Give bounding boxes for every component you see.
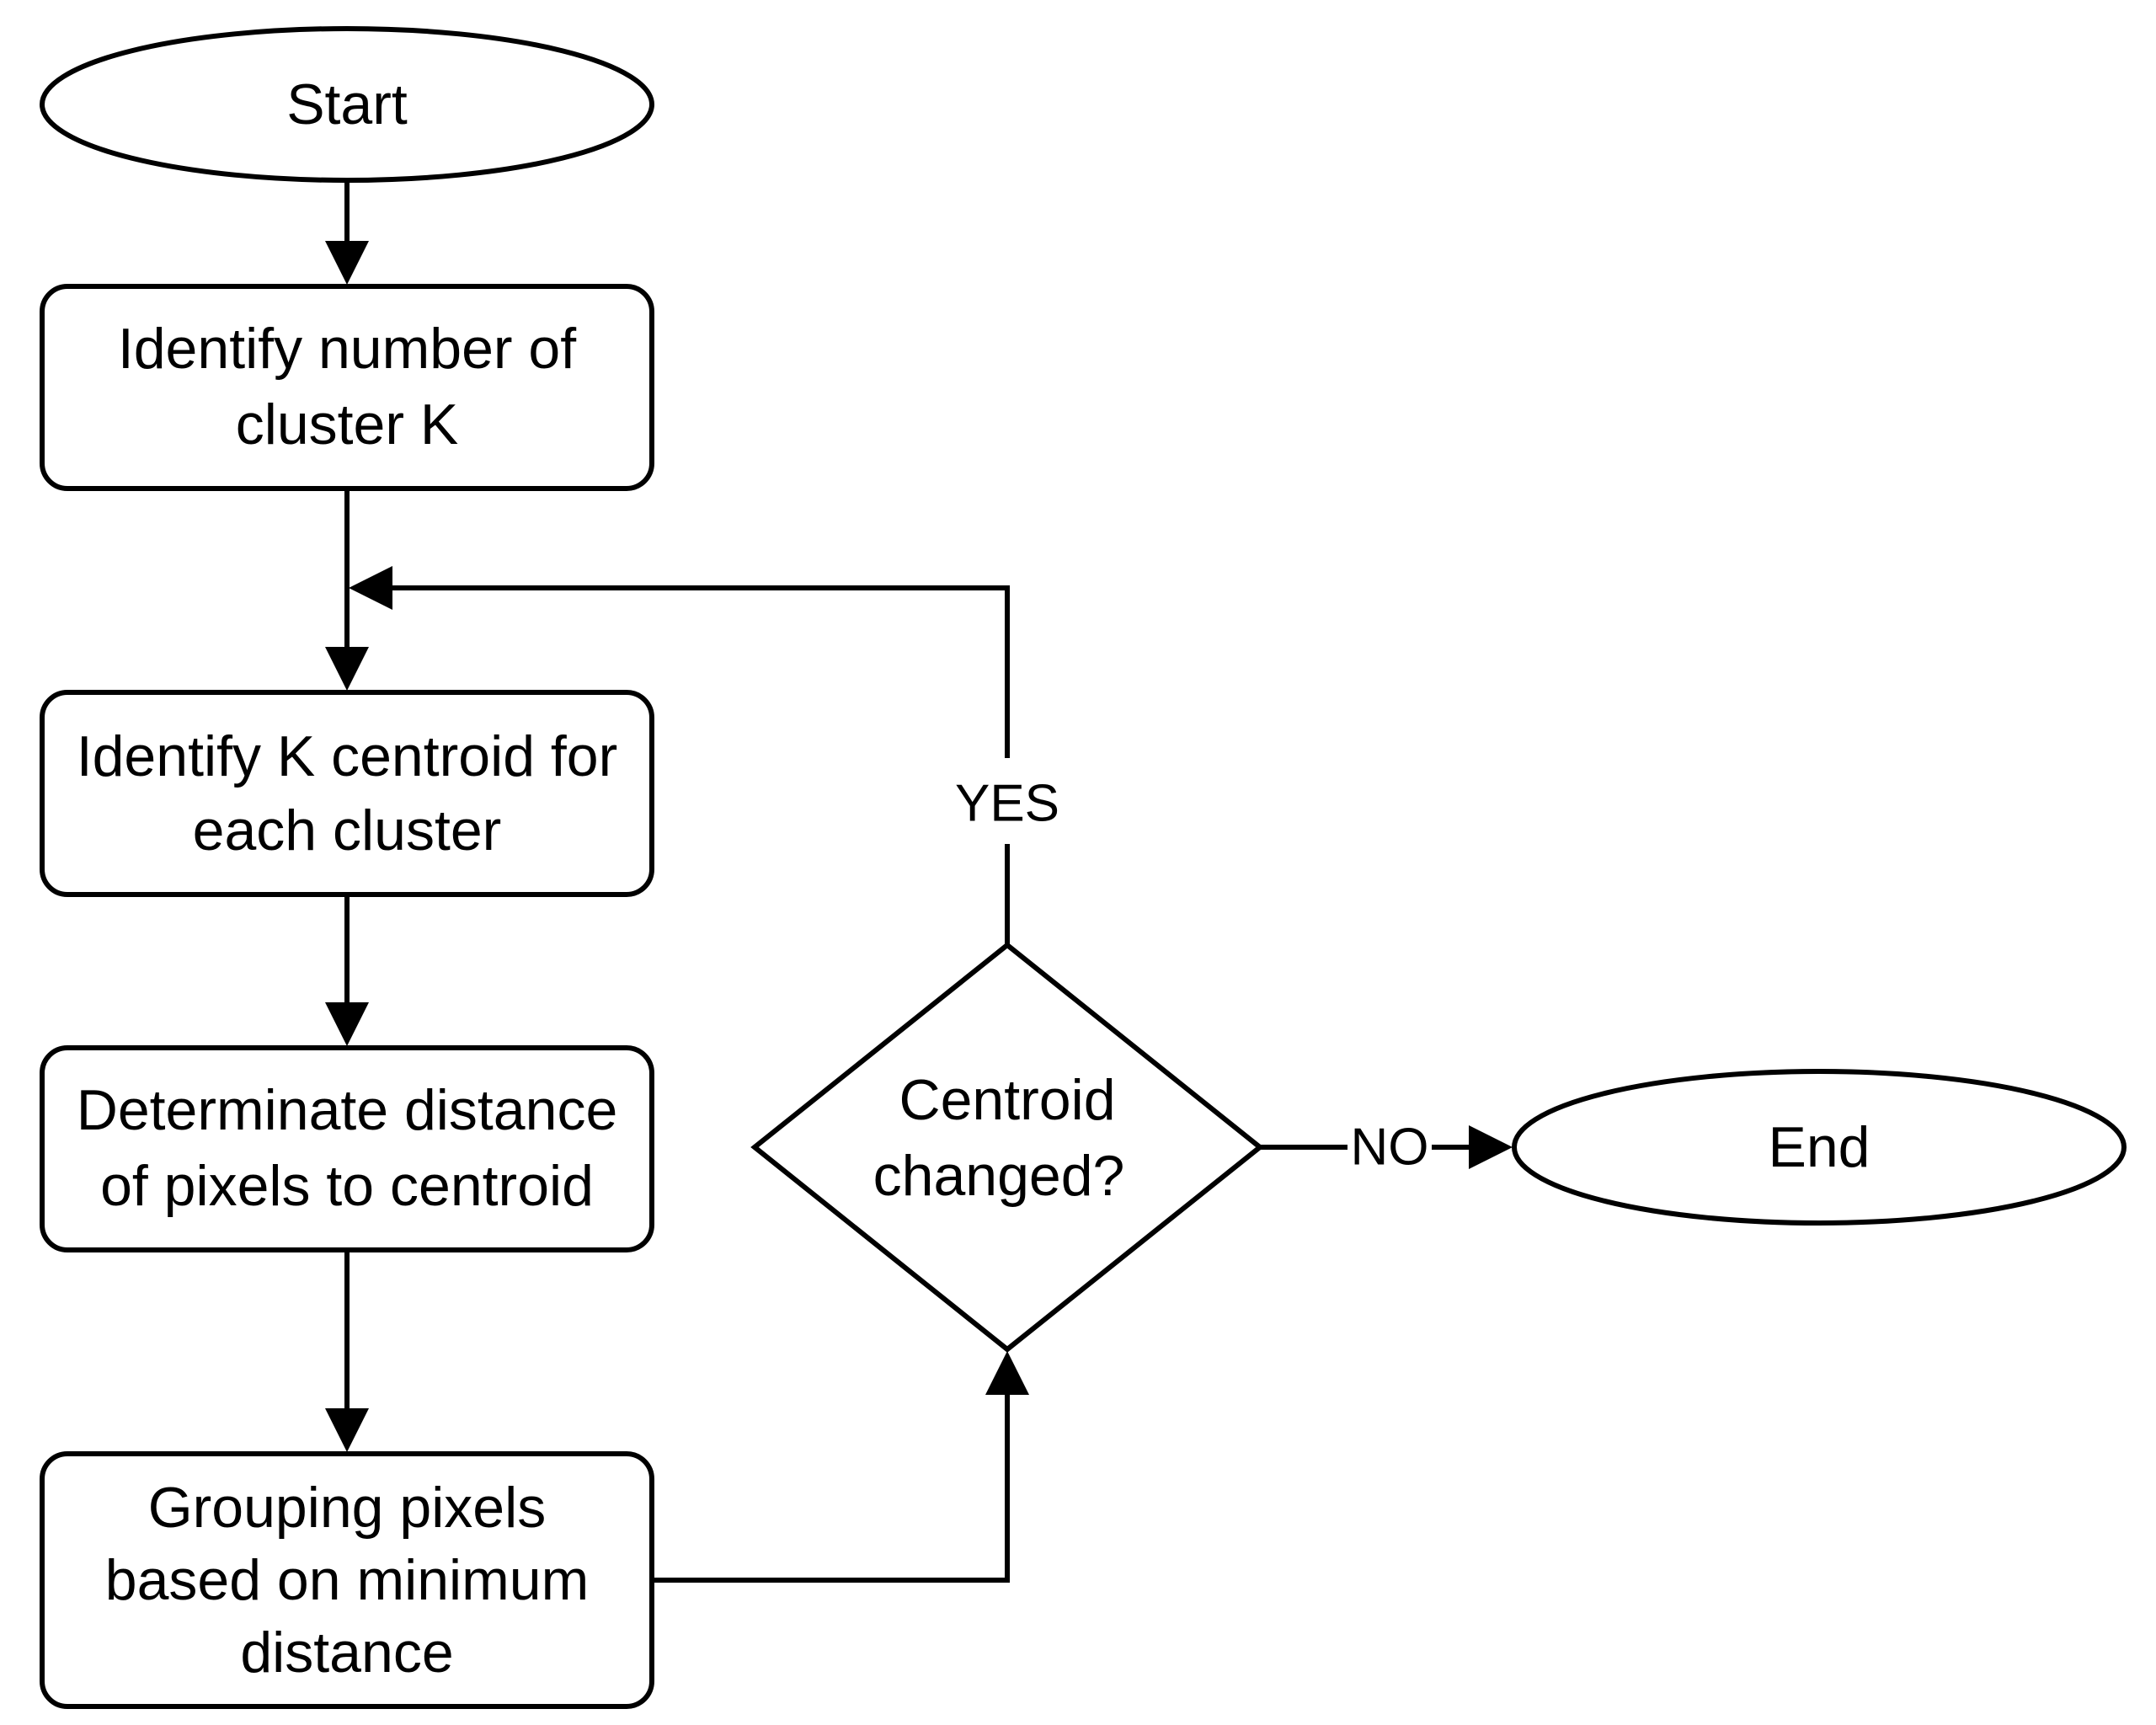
node-start-label: Start [286,72,408,136]
edge-grouping-to-decision [652,1351,1029,1583]
node-end: End [1512,1069,2127,1226]
arrowhead-icon [985,1351,1029,1395]
node-determine-distance-line-2: of pixels to centroid [100,1154,594,1218]
node-grouping-pixels-line-2: based on minimum [105,1548,589,1612]
node-decision-line-1: Centroid [899,1068,1115,1132]
node-grouping-pixels-line-1: Grouping pixels [148,1476,546,1540]
edge-start-to-identify-k [325,180,369,285]
arrowhead-icon [325,241,369,285]
edge-determine-distance-to-grouping [325,1250,369,1452]
node-grouping-pixels-line-3: distance [240,1621,453,1685]
node-decision-line-2: changed? [873,1144,1125,1208]
node-determine-distance: Determinate distance of pixels to centro… [40,1045,654,1252]
edge-identify-k-to-identify-centroid [325,489,369,691]
node-end-label: End [1769,1115,1870,1179]
edge-decision-yes-loop: YES [349,566,1059,945]
node-start: Start [40,26,654,183]
arrowhead-icon [349,566,392,610]
node-identify-centroids: Identify K centroid for each cluster [40,690,654,897]
node-identify-number-of-clusters-line-1: Identify number of [118,317,576,381]
arrowhead-icon [325,1002,369,1046]
edge-label-yes: YES [955,775,1059,833]
arrowhead-icon [1469,1125,1513,1169]
node-identify-centroids-line-2: each cluster [193,798,502,862]
edge-identify-centroid-to-determine-distance [325,895,369,1046]
edge-label-no: NO [1351,1119,1429,1177]
arrowhead-icon [325,647,369,691]
node-determine-distance-line-1: Determinate distance [77,1078,618,1142]
node-identify-number-of-clusters: Identify number of cluster K [40,284,654,491]
node-grouping-pixels: Grouping pixels based on minimum distanc… [40,1451,654,1709]
edge-decision-no-to-end: NO [1260,1119,1513,1177]
node-identify-number-of-clusters-line-2: cluster K [236,393,459,457]
node-identify-centroids-line-1: Identify K centroid for [77,724,618,788]
arrowhead-icon [325,1408,369,1452]
node-decision-centroid-changed: Centroid changed? [750,942,1264,1353]
